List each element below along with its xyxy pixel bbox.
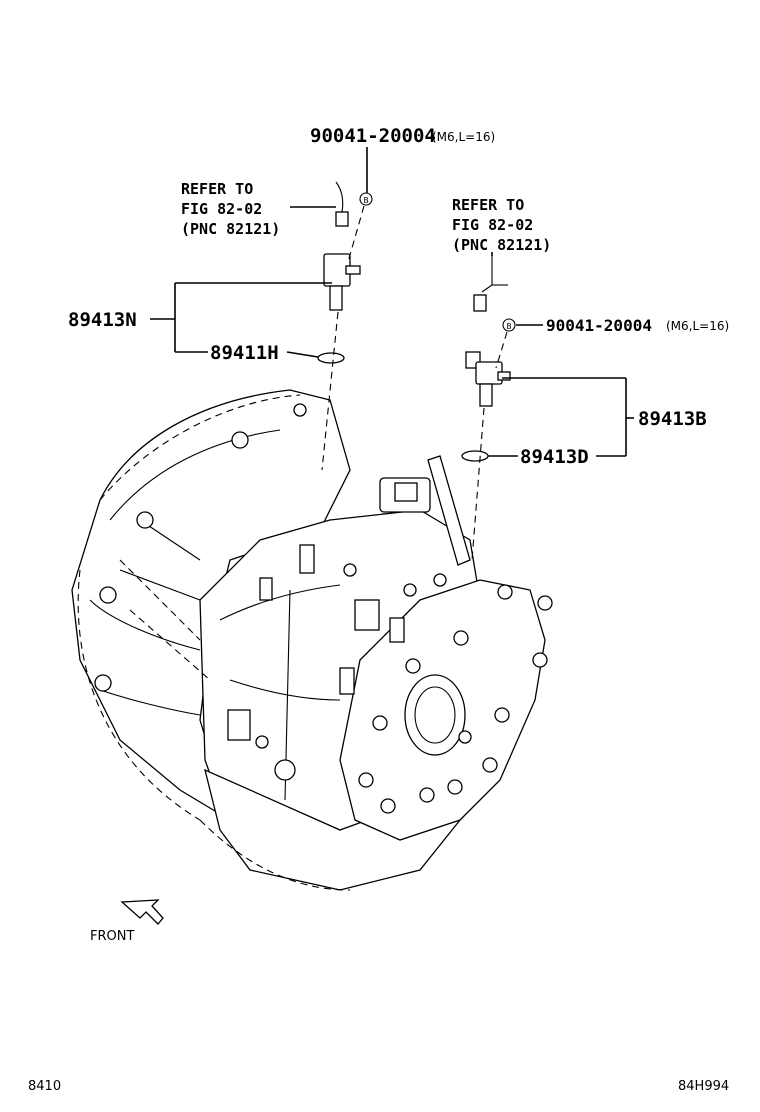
refer-left-line3: (PNC 82121)	[181, 220, 280, 238]
refer-left-line2: FIG 82-02	[181, 200, 262, 218]
footer-left-code: 8410	[28, 1079, 61, 1094]
oring-left-part-number: 89411H	[210, 342, 279, 364]
bolt-marker-right-text: B	[507, 322, 512, 331]
front-label: FRONT	[90, 929, 134, 944]
oring-right-part-number: 89413D	[520, 446, 589, 468]
bolt-top-part-number: 90041-20004	[310, 125, 436, 147]
bolt-right-part-number: 90041-20004	[546, 316, 652, 335]
sensor-right-part-number: 89413B	[638, 408, 707, 430]
bolt-marker-left-text: B	[364, 196, 369, 205]
refer-left-line1: REFER TO	[181, 180, 253, 198]
bolt-top-spec: (M6,L=16)	[432, 130, 495, 144]
bolt-marker-right-icon	[502, 318, 516, 332]
leader-lines	[150, 206, 634, 457]
refer-right-line1: REFER TO	[452, 196, 524, 214]
refer-right-line2: FIG 82-02	[452, 216, 533, 234]
left-sensor-assembly	[317, 181, 361, 471]
bolt-right-spec: (M6,L=16)	[666, 319, 729, 333]
footer-right-code: 84H994	[678, 1079, 729, 1094]
refer-right-line3: (PNC 82121)	[452, 236, 551, 254]
right-sensor-assembly	[461, 255, 511, 561]
front-arrow-icon	[120, 899, 164, 925]
sensor-left-part-number: 89413N	[68, 309, 137, 331]
bolt-marker-left-icon	[359, 192, 373, 206]
transmission-assembly-illustration	[71, 389, 553, 891]
